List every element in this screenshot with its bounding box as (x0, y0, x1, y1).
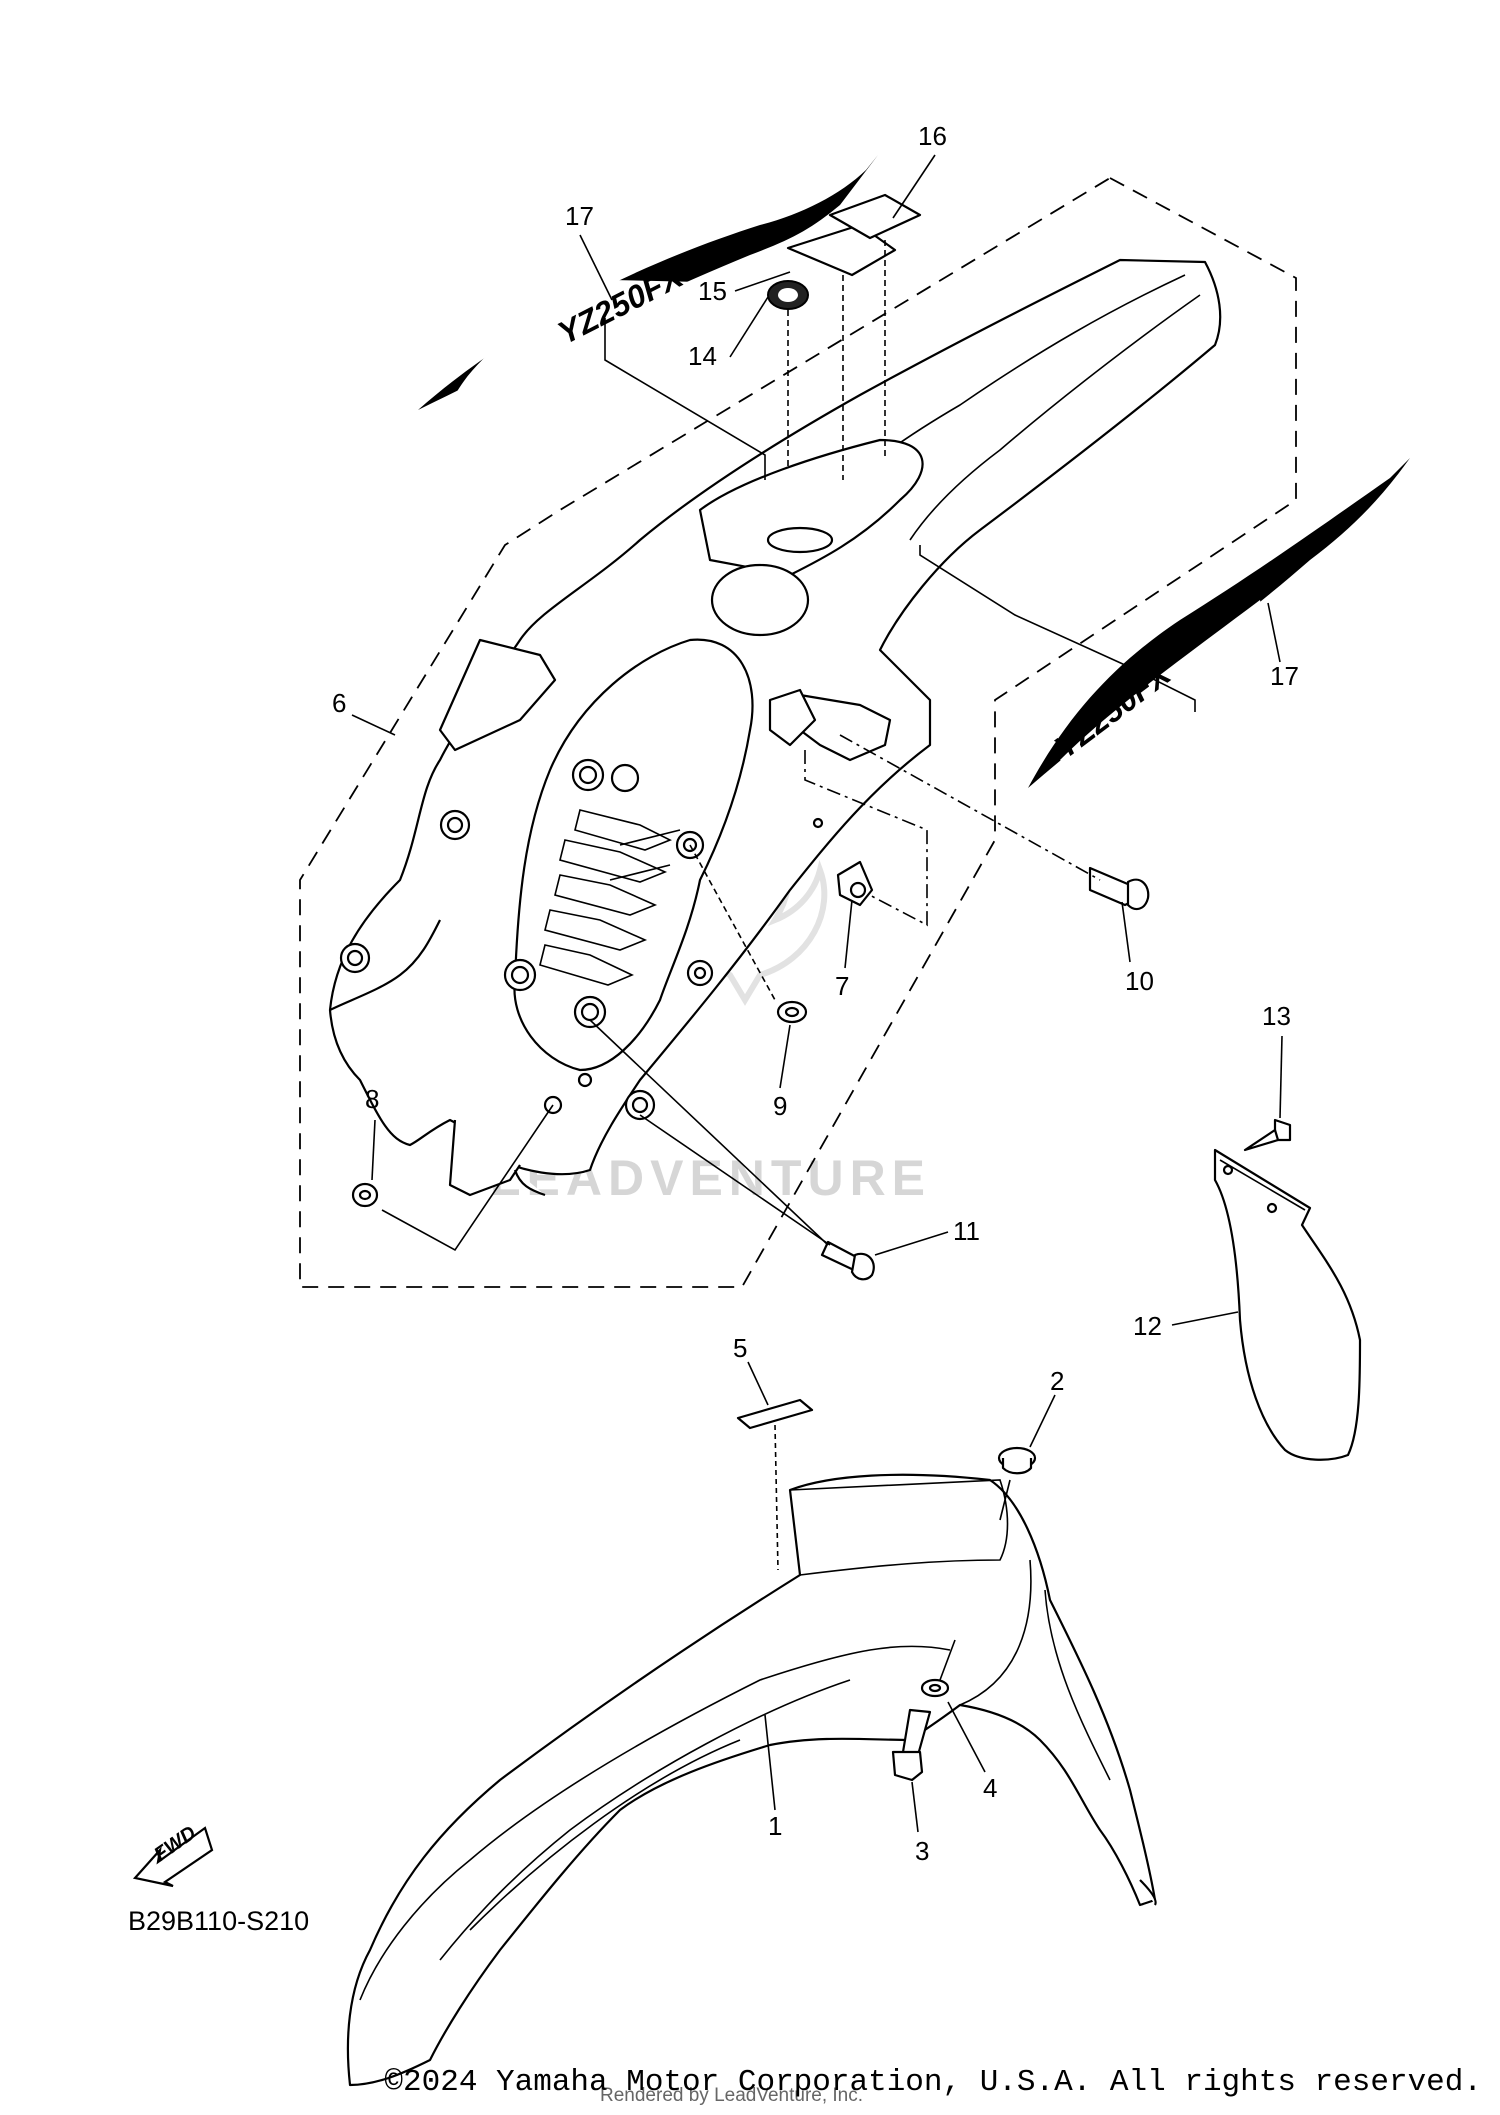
callout-12: 12 (1133, 1311, 1162, 1341)
grommet-9 (776, 1000, 808, 1024)
screw-13 (1243, 1118, 1292, 1152)
mud-flap (1213, 1148, 1362, 1461)
callout-1: 1 (768, 1811, 782, 1841)
callout-8: 8 (365, 1084, 379, 1114)
callout-9: 9 (773, 1091, 787, 1121)
callout-10: 10 (1125, 966, 1154, 996)
graphic-decal-left: YZ250FX (418, 155, 878, 410)
callout-6: 6 (332, 688, 346, 718)
copyright-notice: ©2024 Yamaha Motor Corporation, U.S.A. A… (384, 2065, 1482, 2100)
rear-fender-group-boundary (299, 176, 1297, 1288)
emblem (767, 280, 809, 310)
callout-11: 11 (953, 1216, 980, 1246)
callout-leaders (351, 154, 1283, 1833)
graphic-decal-right: YZ250FX (1028, 458, 1410, 788)
callout-16: 16 (918, 121, 947, 151)
fender-label-5 (736, 1398, 814, 1430)
decal-right-guide (919, 545, 1196, 712)
callout-17-right: 17 (1270, 661, 1299, 691)
pad-sticker-16 (828, 193, 922, 240)
bolt-3 (891, 1708, 932, 1782)
callout-2: 2 (1050, 1366, 1064, 1396)
diagram-code: B29B110-S210 (128, 1906, 309, 1936)
bolt-10 (1088, 866, 1150, 911)
collar-2 (997, 1446, 1037, 1475)
bolt-11-guide (639, 1114, 831, 1246)
collar-8 (351, 1182, 379, 1208)
rendered-by-note: Rendered by LeadVenture, Inc. (600, 2085, 864, 2106)
callout-4: 4 (983, 1773, 997, 1803)
callout-7: 7 (835, 971, 849, 1001)
bolt-11 (820, 1240, 875, 1281)
callout-13: 13 (1262, 1001, 1291, 1031)
callout-17-left: 17 (565, 201, 594, 231)
callout-3: 3 (915, 1836, 929, 1866)
front-fender (346, 1473, 1157, 2087)
rear-fender (328, 258, 1222, 1197)
callout-14: 14 (688, 341, 717, 371)
rear-fender-mount-plate-outline (804, 750, 928, 927)
washer-4 (920, 1678, 950, 1698)
fwd-arrow-icon: FWD (132, 1822, 214, 1888)
collar-8-guide (381, 1104, 554, 1252)
callout-5: 5 (733, 1333, 747, 1363)
decal-text-right: YZ250FX (1048, 654, 1179, 765)
decal-left-guide (604, 318, 766, 480)
callout-15: 15 (698, 276, 727, 306)
